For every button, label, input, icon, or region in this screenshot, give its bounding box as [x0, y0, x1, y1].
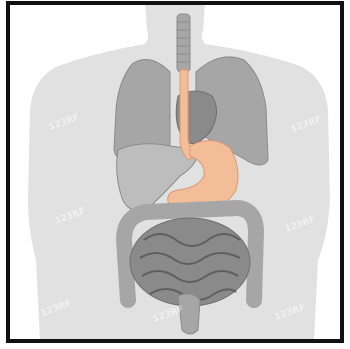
trachea [177, 14, 190, 72]
small-intestine [130, 218, 250, 306]
